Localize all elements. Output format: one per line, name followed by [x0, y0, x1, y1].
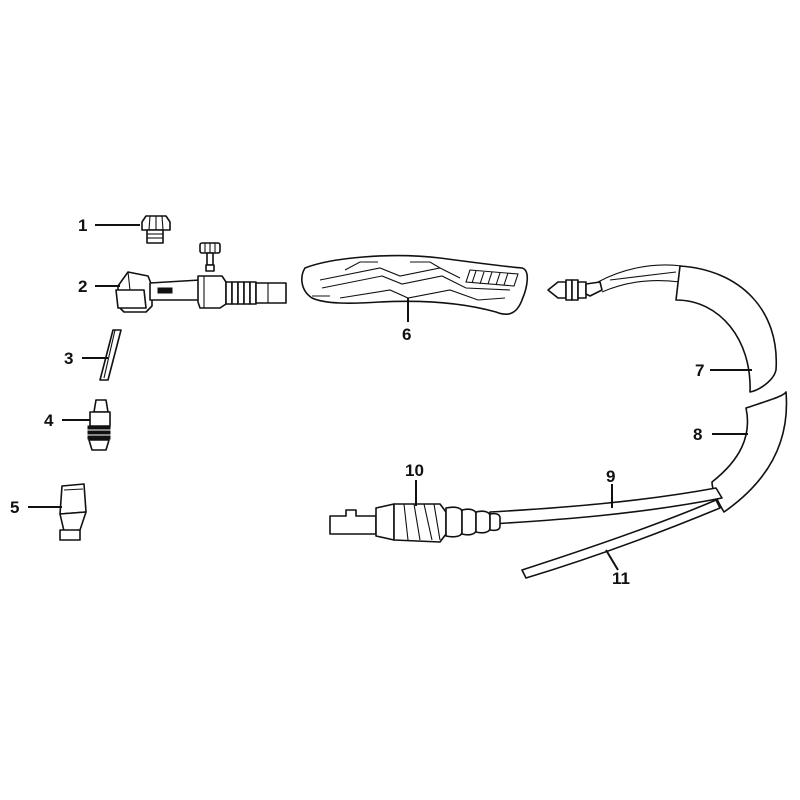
part-4-collet-body — [87, 399, 111, 451]
callout-10: 10 — [405, 461, 424, 480]
leader-11 — [605, 549, 619, 571]
cable-rear-connector — [547, 264, 683, 301]
part-5-nozzle — [59, 483, 87, 541]
part-1-back-cap — [141, 215, 171, 244]
part-11-control-lead — [521, 499, 721, 579]
callout-6: 6 — [402, 325, 411, 344]
part-8-lower-sheath — [711, 391, 788, 513]
callout-2: 2 — [78, 277, 87, 296]
callout-3: 3 — [64, 349, 73, 368]
callout-1: 1 — [78, 216, 87, 235]
callout-8: 8 — [693, 425, 702, 444]
part-3-electrode — [99, 329, 122, 381]
part-6-handle — [301, 254, 529, 315]
part-2-torch-head — [115, 242, 287, 313]
part-10-power-connector — [329, 503, 501, 543]
part-9-main-cable — [489, 487, 723, 525]
callout-11: 11 — [612, 569, 630, 588]
callout-9: 9 — [606, 467, 615, 486]
callout-5: 5 — [10, 498, 19, 517]
part-7-upper-sheath — [675, 265, 777, 393]
callout-4: 4 — [44, 411, 54, 430]
callout-7: 7 — [695, 361, 704, 380]
